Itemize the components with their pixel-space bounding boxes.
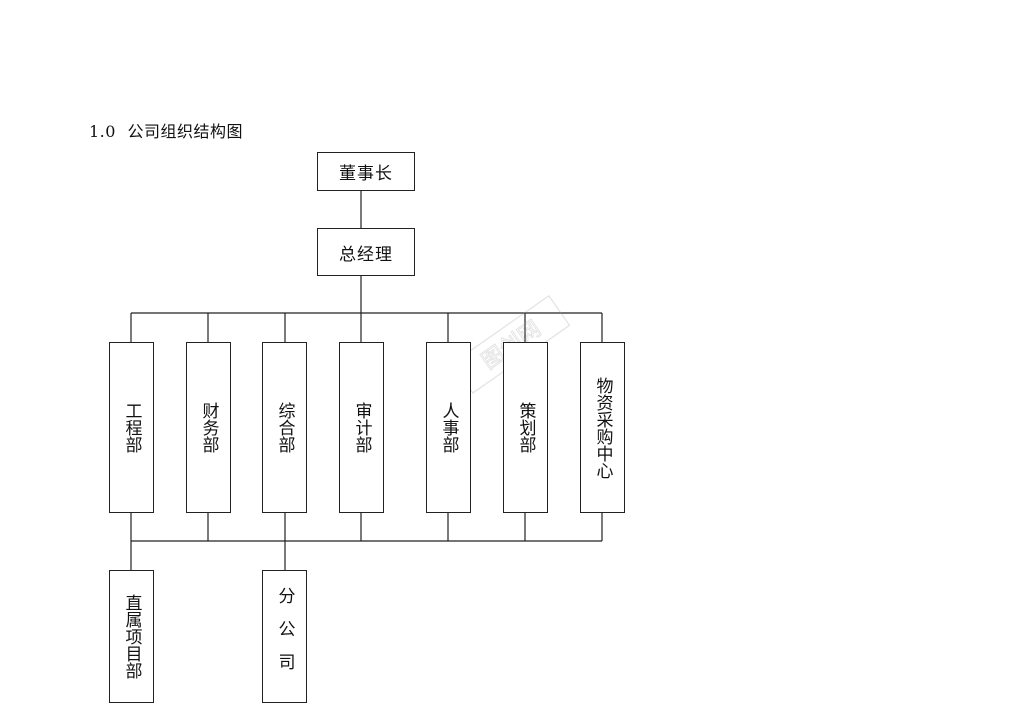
dept-label: 物资采购中心 <box>592 376 613 479</box>
sub-unit-box-branch: 分公司 <box>262 570 307 703</box>
dept-label: 财务部 <box>198 402 219 453</box>
general-manager-box: 总经理 <box>317 228 415 276</box>
page-heading: 1.0 公司组织结构图 <box>89 118 243 142</box>
dept-label: 人事部 <box>438 402 459 453</box>
chairman-box: 董事长 <box>317 152 415 191</box>
dept-label: 工程部 <box>121 402 142 453</box>
dept-box-hr: 人事部 <box>426 342 471 513</box>
dept-label: 策划部 <box>515 402 536 453</box>
dept-box-planning: 策划部 <box>503 342 548 513</box>
sub-unit-box-project-dept: 直属项目部 <box>109 570 154 703</box>
sub-unit-label: 分公司 <box>274 587 295 686</box>
dept-box-engineering: 工程部 <box>109 342 154 513</box>
dept-box-general-affairs: 综合部 <box>262 342 307 513</box>
dept-label: 审计部 <box>351 402 372 453</box>
sub-unit-label: 直属项目部 <box>121 594 142 679</box>
dept-box-procurement-center: 物资采购中心 <box>580 342 625 513</box>
general-manager-label: 总经理 <box>339 244 393 265</box>
dept-box-audit: 审计部 <box>339 342 384 513</box>
section-title: 公司组织结构图 <box>127 122 244 141</box>
dept-box-finance: 财务部 <box>186 342 231 513</box>
chairman-label: 董事长 <box>339 164 393 184</box>
dept-label: 综合部 <box>274 402 295 453</box>
section-number: 1.0 <box>89 122 116 141</box>
